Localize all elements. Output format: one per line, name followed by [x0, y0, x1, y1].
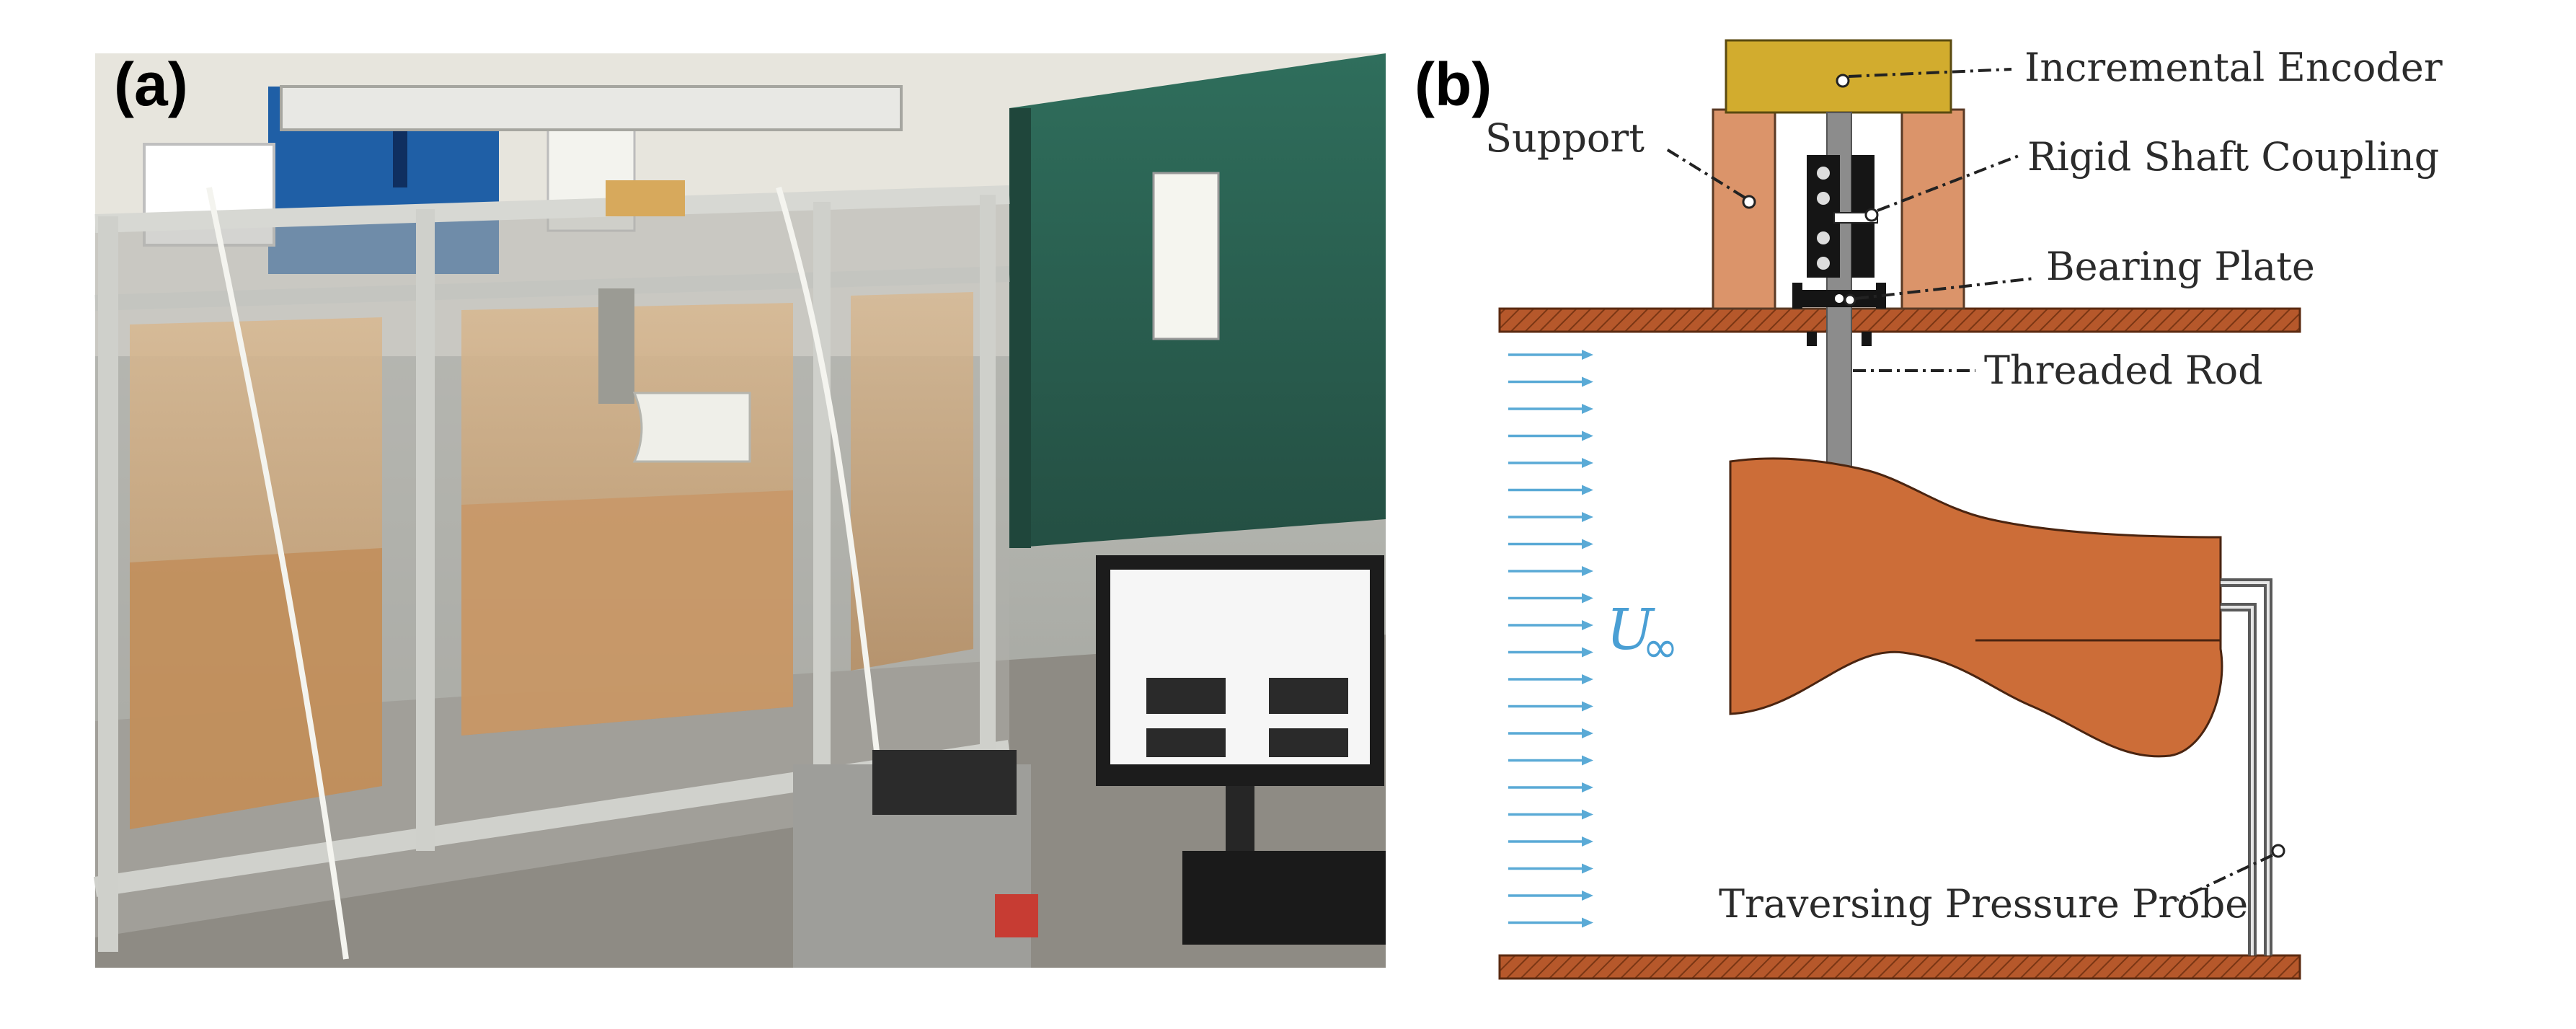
freestream-arrow [1508, 376, 1593, 387]
freestream-arrow [1508, 701, 1593, 712]
freestream-arrow [1508, 782, 1593, 792]
freestream-arrow [1508, 647, 1593, 658]
freestream-arrow [1508, 917, 1593, 928]
panel-a-label: (a) [114, 50, 188, 118]
freestream-arrow [1508, 809, 1593, 820]
freestream-arrow [1508, 891, 1593, 901]
freestream-arrow [1508, 728, 1593, 738]
freestream-arrow [1508, 566, 1593, 576]
freestream-arrow [1508, 836, 1593, 847]
callout-bearing [1844, 277, 2035, 306]
freestream-arrow [1508, 863, 1593, 874]
callout-coupling [1864, 154, 2019, 222]
label-threaded-rod: Threaded Rod [1984, 348, 2263, 393]
callout-probe [2177, 844, 2285, 901]
freestream-arrow [1508, 539, 1593, 549]
freestream-arrow [1508, 674, 1593, 684]
freestream-arrow [1508, 620, 1593, 630]
label-traversing-pressure-probe: Traversing Pressure Probe [1719, 881, 2248, 927]
callout-support [1664, 147, 1756, 209]
freestream-symbol: U [1606, 598, 1655, 663]
freestream-subscript: ∞ [1642, 622, 1678, 673]
panel-a-photo [93, 53, 1386, 968]
freestream-arrow [1508, 404, 1593, 414]
model-photo [632, 392, 751, 463]
freestream-arrow [1508, 593, 1593, 604]
paper-note [1152, 172, 1220, 340]
label-bearing-plate: Bearing Plate [2046, 244, 2315, 289]
panel-b-label: (b) [1415, 50, 1492, 118]
freestream-arrow [1508, 485, 1593, 495]
freestream-arrow [1508, 458, 1593, 468]
test-model [1729, 457, 2223, 758]
keyboard [1182, 851, 1386, 945]
freestream-arrows [1508, 350, 1593, 928]
label-rigid-shaft-coupling: Rigid Shaft Coupling [2027, 134, 2439, 180]
bottom-wall-plate [1498, 954, 2301, 980]
label-support: Support [1485, 115, 1645, 161]
label-incremental-encoder: Incremental Encoder [2024, 45, 2443, 90]
top-wall-plate [1498, 307, 2301, 333]
freestream-arrow [1508, 755, 1593, 766]
freestream-arrow [1508, 512, 1593, 522]
callout-encoder [1836, 68, 2012, 88]
panel-b-schematic: U ∞ Incremental Encoder Support Rig [1485, 39, 2443, 980]
freestream-arrow [1508, 350, 1593, 360]
freestream-arrow [1508, 430, 1593, 441]
